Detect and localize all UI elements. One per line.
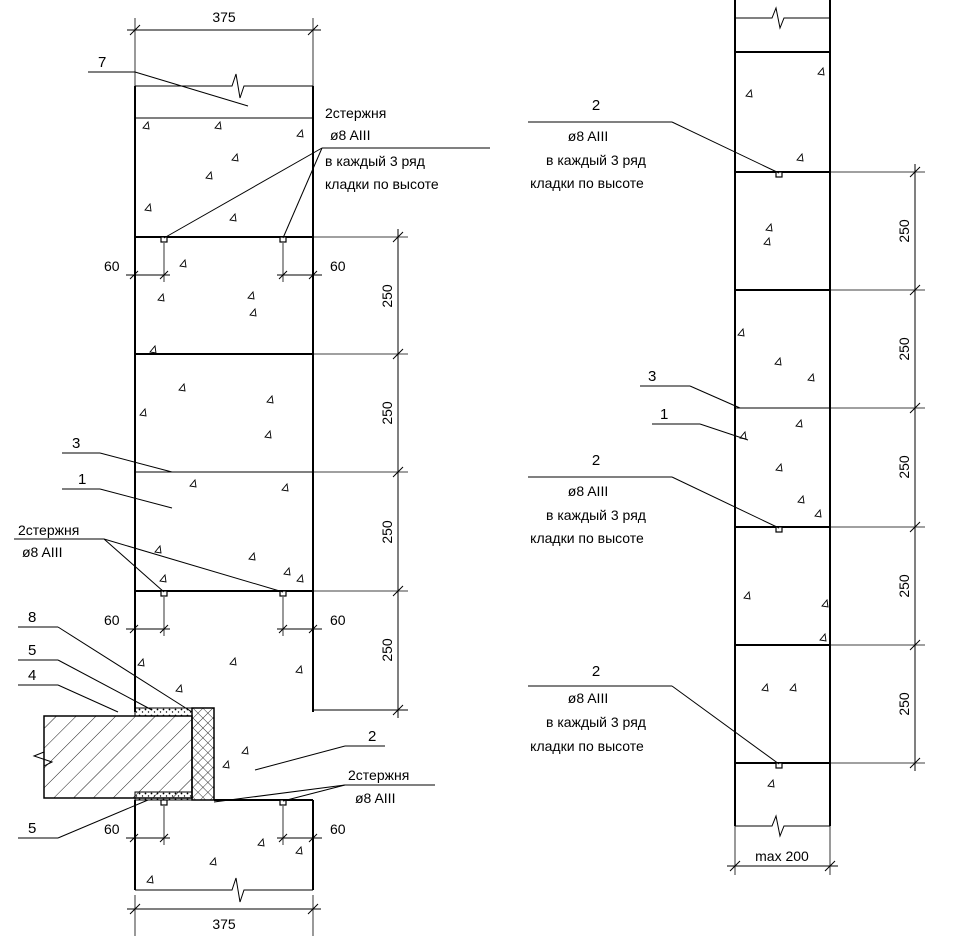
course-dim-l2: 250: [379, 401, 395, 425]
course-height-dims-right: [830, 164, 925, 771]
right-wall-section: 250 250 250 250 250 2 ø8 AIII: [528, 0, 925, 875]
callout-3-right: 3: [648, 368, 656, 385]
mortar-bed-top: [134, 707, 193, 717]
course-dim-l1: 250: [379, 284, 395, 308]
course-dim-l4: 250: [379, 638, 395, 662]
top-width-value: 375: [212, 9, 236, 25]
mid-note-line2: ø8 AIII: [22, 544, 62, 560]
rnote1-l4: кладки по высоте: [530, 175, 644, 191]
rebar-marks: [160, 236, 287, 806]
top-width-dimension: 375: [127, 9, 321, 86]
rebar-offset-dims: [126, 243, 322, 845]
rnote3-l3: в каждый 3 ряд: [546, 714, 646, 730]
course-dim-r1: 250: [896, 219, 912, 243]
concrete-texture: [137, 120, 304, 884]
rnote1-l2: ø8 AIII: [568, 128, 608, 144]
course-dim-l3: 250: [379, 520, 395, 544]
mid-note-line1: 2стержня: [18, 522, 79, 538]
callout-4: 4: [28, 667, 36, 684]
top-note-line3: в каждый 3 ряд: [325, 153, 425, 169]
callout-2-left: 2: [368, 728, 376, 745]
right-bottom-dimension: [727, 826, 838, 875]
callout-5-bottom: 5: [28, 820, 36, 837]
rnote2-l3: в каждый 3 ряд: [546, 507, 646, 523]
rnote3-l2: ø8 AIII: [568, 690, 608, 706]
right-texture: [737, 66, 829, 788]
right-leaders: [528, 121, 780, 765]
offset-60-right-1: 60: [330, 258, 346, 274]
right-top-break: [735, 6, 830, 30]
rnote3-l4: кладки по высоте: [530, 738, 644, 754]
floor-slab: [32, 707, 215, 801]
bottom-break-line: [135, 877, 313, 903]
offset-60-right-3: 60: [330, 821, 346, 837]
right-bottom-break: [735, 814, 830, 838]
course-dim-r2: 250: [896, 337, 912, 361]
callout-3-left: 3: [72, 435, 80, 452]
callout-1-right: 1: [660, 406, 668, 423]
mortar-bed-bottom: [134, 791, 193, 801]
rnote1-l1: 2: [592, 97, 600, 114]
rnote3-l1: 2: [592, 663, 600, 680]
rnote2-l1: 2: [592, 452, 600, 469]
course-height-dims-left: [313, 229, 408, 718]
rnote2-l4: кладки по высоте: [530, 530, 644, 546]
top-break-line: [135, 73, 313, 99]
top-note-line1: 2стержня: [325, 105, 386, 121]
bottom-width-dimension: [127, 895, 321, 936]
rnote1-l3: в каждый 3 ряд: [546, 152, 646, 168]
offset-60-right-2: 60: [330, 612, 346, 628]
rnote2-l2: ø8 AIII: [568, 483, 608, 499]
callout-5-top: 5: [28, 642, 36, 659]
callout-1-left: 1: [78, 471, 86, 488]
offset-60-left-1: 60: [104, 258, 120, 274]
course-dim-r5: 250: [896, 692, 912, 716]
insulation-block: [191, 707, 215, 801]
bottom-width-value: 375: [212, 916, 236, 932]
left-leaders: [14, 71, 490, 839]
offset-60-left-2: 60: [104, 612, 120, 628]
course-dim-r4: 250: [896, 574, 912, 598]
left-wall-section: 3 7 5: [14, 9, 490, 936]
top-note-line4: кладки по высоте: [325, 176, 439, 192]
course-dim-r3: 250: [896, 455, 912, 479]
offset-60-left-3: 60: [104, 821, 120, 837]
bottom-note-line1: 2стержня: [348, 767, 409, 783]
callout-7: 7: [98, 54, 106, 71]
callout-8: 8: [28, 609, 36, 626]
max-width-value: max 200: [755, 848, 809, 864]
top-note-line2: ø8 AIII: [330, 127, 370, 143]
bottom-note-line2: ø8 AIII: [355, 790, 395, 806]
